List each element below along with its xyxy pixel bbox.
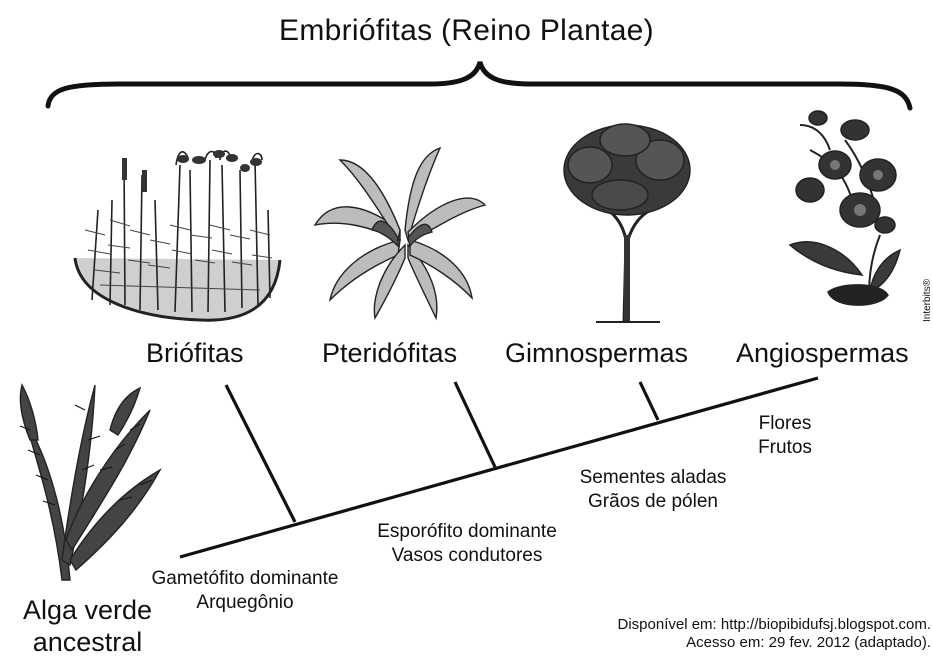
brace xyxy=(45,61,913,111)
trait-node4-line1: Flores xyxy=(758,413,812,434)
trait-node1-line2: Arquegônio xyxy=(196,592,294,613)
trait-node2-line1: Esporófito dominante xyxy=(377,521,557,542)
orchid-illustration xyxy=(788,110,902,306)
trait-node1: Gametófito dominante Arquegônio xyxy=(130,567,360,615)
trait-node4-line2: Frutos xyxy=(758,437,812,458)
trait-node1-line1: Gametófito dominante xyxy=(151,568,339,589)
label-briofitas: Briófitas xyxy=(146,338,244,368)
credit-line1: Disponível em: http://biopibidufsj.blogs… xyxy=(617,616,932,633)
ancestor-line1: Alga verde xyxy=(22,595,153,625)
branch-pteridofitas xyxy=(453,381,497,468)
ancestor-label: Alga verde ancestral xyxy=(5,594,170,658)
fern-illustration xyxy=(313,146,487,321)
cladogram-lines xyxy=(179,376,819,559)
label-gimnospermas: Gimnospermas xyxy=(505,338,689,368)
ancestor-line2: ancestral xyxy=(32,627,143,657)
title: Embriófitas (Reino Plantae) xyxy=(279,14,654,47)
moss-illustration xyxy=(73,150,282,322)
branch-briofitas xyxy=(224,384,297,523)
green-alga-illustration xyxy=(19,383,162,581)
branch-gimnospermas xyxy=(638,381,660,421)
trait-node4: Flores Frutos xyxy=(735,412,835,460)
credit-line2: Acesso em: 29 fev. 2012 (adaptado). xyxy=(686,634,931,651)
label-pteridofitas: Pteridófitas xyxy=(322,338,458,368)
trait-node3-line2: Grãos de pólen xyxy=(588,491,718,512)
trait-node3: Sementes aladas Grãos de pólen xyxy=(563,466,743,514)
watermark: Interbits® xyxy=(922,279,933,322)
trait-node2: Esporófito dominante Vasos condutores xyxy=(357,520,577,568)
trait-node2-line2: Vasos condutores xyxy=(391,545,543,566)
trait-node3-line1: Sementes aladas xyxy=(579,467,727,488)
label-angiospermas: Angiospermas xyxy=(736,338,909,368)
main-axis xyxy=(179,376,819,559)
source-credit: Disponível em: http://biopibidufsj.blogs… xyxy=(540,616,932,652)
tree-illustration xyxy=(563,123,691,323)
